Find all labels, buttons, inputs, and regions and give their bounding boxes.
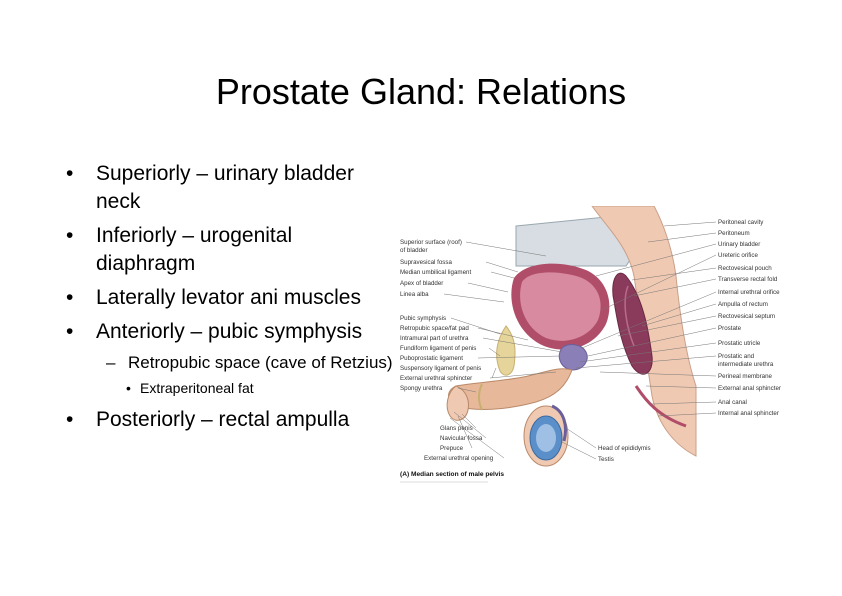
label-prostatic-utricle: Prostatic utricle [718,340,761,347]
bullet-text: Anteriorly – pubic symphysis [96,320,363,343]
label-suspensory-ligament: Suspensory ligament of penis [400,365,481,372]
label-superior-surface: Superior surface (roof) [400,239,462,246]
bullet-icon: • [66,408,74,431]
label-pubic-symphysis: Pubic symphysis [400,315,446,322]
bullet-text: Inferiorly – urogenital diaphragm [96,224,293,275]
sub-bullet-item: – Retropubic space (cave of Retzius) [66,352,396,374]
bullet-list: • Superiorly – urinary bladder neck • In… [66,160,396,440]
label-puboprostatic-ligament: Puboprostatic ligament [400,355,463,362]
pelvis-anatomy-figure: Superior surface (roof) of bladder Supra… [400,206,781,483]
bullet-icon: • [66,320,74,343]
dash-icon: – [106,353,116,372]
label-retropubic-space: Retropubic space/fat pad [400,325,469,332]
label-urinary-bladder: Urinary bladder [718,241,760,248]
slide-title: Prostate Gland: Relations [215,71,627,112]
label-glans-penis: Glans penis [440,425,473,432]
bullet-text: Superiorly – urinary bladder neck [96,162,354,213]
label-ureteric-orifice: Ureteric orifice [718,252,758,259]
bullet-icon: • [126,380,131,396]
bullet-text: Posteriorly – rectal ampulla [96,408,350,431]
bullet-icon: • [66,224,74,247]
label-testis: Testis [598,456,614,463]
label-anal-canal: Anal canal [718,399,747,406]
label-ampulla-of-rectum: Ampulla of rectum [718,301,768,308]
figure-labels-bottom: Glans penis Navicular fossa Prepuce Exte… [424,425,494,462]
label-prostate: Prostate [718,325,742,332]
label-rectovesical-septum: Rectovesical septum [718,313,775,320]
label-external-urethral-opening: External urethral opening [424,455,494,462]
label-supravesical-fossa: Supravesical fossa [400,259,452,266]
label-internal-anal-sphincter: Internal anal sphincter [718,410,779,417]
figure-caption: (A) Median section of male pelvis [400,471,504,478]
label-transverse-rectal-fold: Transverse rectal fold [718,276,778,283]
anatomy-illustration [446,206,697,467]
label-internal-urethral-orifice: Internal urethral orifice [718,289,780,296]
bullet-item: • Laterally levator ani muscles [66,284,396,312]
figure-leader-lines [443,221,717,460]
label-prostatic-and: Prostatic and [718,353,755,360]
label-perineal-membrane: Perineal membrane [718,373,773,380]
sub-bullet-text: Retropubic space (cave of Retzius) [128,353,393,372]
label-fundiform-ligament: Fundiform ligament of penis [400,345,476,352]
label-intramural-urethra: Intramural part of urethra [400,335,469,342]
bullet-text: Laterally levator ani muscles [96,286,361,309]
label-intermediate-urethra: intermediate urethra [718,361,774,368]
figure-labels-right: Peritoneal cavity Peritoneum Urinary bla… [718,219,781,417]
label-rectovesical-pouch: Rectovesical pouch [718,265,772,272]
figure-labels-lower-right: Head of epididymis Testis [598,445,651,463]
label-median-umbilical-ligament: Median umbilical ligament [400,269,471,276]
label-head-of-epididymis: Head of epididymis [598,445,651,452]
label-apex-of-bladder: Apex of bladder [400,280,443,287]
label-spongy-urethra: Spongy urethra [400,385,443,392]
label-external-urethral-sphincter: External urethral sphincter [400,375,472,382]
bullet-item: • Anteriorly – pubic symphysis [66,318,396,346]
bullet-item: • Inferiorly – urogenital diaphragm [66,222,396,278]
bullet-icon: • [66,286,74,309]
label-external-anal-sphincter: External anal sphincter [718,385,781,392]
bullet-icon: • [66,162,74,185]
sub-sub-bullet-text: Extraperitoneal fat [140,380,254,396]
label-peritoneum: Peritoneum [718,230,750,237]
label-of-bladder: of bladder [400,247,428,254]
sub-sub-bullet-item: • Extraperitoneal fat [66,378,396,398]
figure-labels-left: Superior surface (roof) of bladder Supra… [400,239,481,392]
label-peritoneal-cavity: Peritoneal cavity [718,219,764,226]
bullet-item: • Superiorly – urinary bladder neck [66,160,396,216]
label-linea-alba: Linea alba [400,291,429,298]
label-prepuce: Prepuce [440,445,464,452]
bullet-item: • Posteriorly – rectal ampulla [66,406,396,434]
label-navicular-fossa: Navicular fossa [440,435,483,442]
